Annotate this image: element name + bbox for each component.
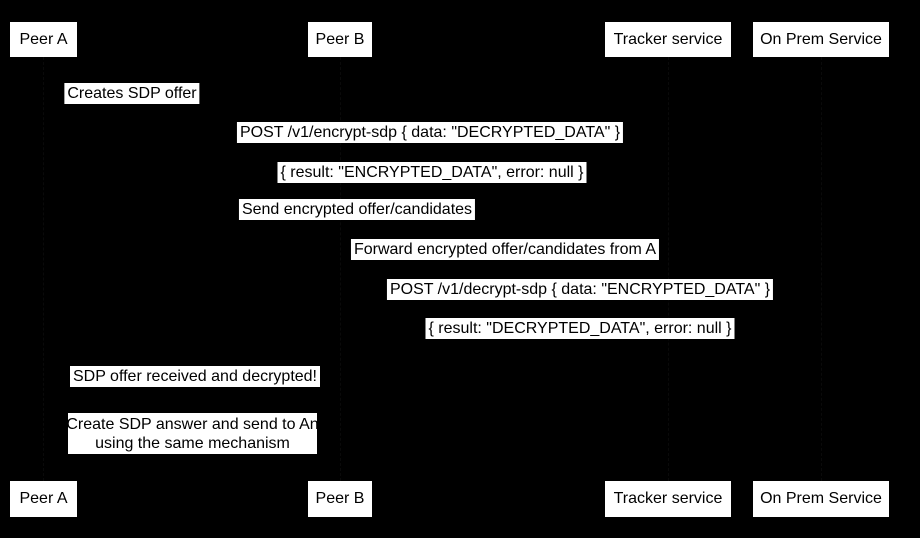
lifeline-peer-b [340,57,341,481]
actor-box-peer-a-bottom: Peer A [10,481,77,517]
note-create-sdp-answer: Create SDP answer and send to An using t… [68,413,317,454]
message-label-forward-encrypted: Forward encrypted offer/candidates from … [350,239,660,260]
actor-box-tracker-service-top: Tracker service [605,22,731,57]
actor-box-peer-a-top: Peer A [10,22,77,57]
lifeline-on-prem-service [821,57,822,481]
message-label-post-encrypt-sdp: POST /v1/encrypt-sdp { data: "DECRYPTED_… [236,122,624,143]
note-line-1: Create SDP answer and send to An [68,415,317,433]
message-label-creates-sdp-offer: Creates SDP offer [64,83,200,104]
actor-box-peer-b-top: Peer B [308,22,372,57]
actor-box-on-prem-service-bottom: On Prem Service [753,481,889,517]
actor-box-tracker-service-bottom: Tracker service [605,481,731,517]
message-label-send-encrypted: Send encrypted offer/candidates [238,199,476,220]
message-label-sdp-offer-received: SDP offer received and decrypted! [70,366,320,387]
message-label-result-encrypted: { result: "ENCRYPTED_DATA", error: null … [277,162,587,183]
message-label-post-decrypt-sdp: POST /v1/decrypt-sdp { data: "ENCRYPTED_… [386,279,774,300]
lifeline-tracker-service [668,57,669,481]
actor-box-peer-b-bottom: Peer B [308,481,372,517]
actor-box-on-prem-service-top: On Prem Service [753,22,889,57]
message-label-result-decrypted: { result: "DECRYPTED_DATA", error: null … [425,318,735,339]
note-line-2: using the same mechanism [95,434,290,452]
lifeline-peer-a [43,57,44,481]
